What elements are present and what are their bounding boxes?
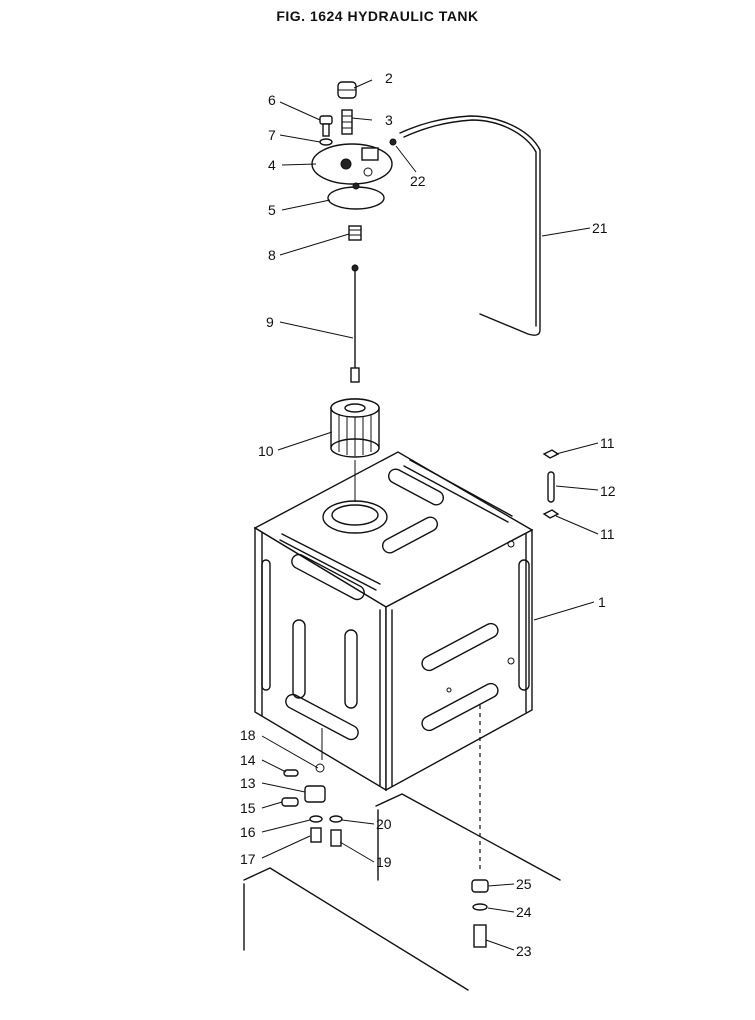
callout-3: 3 (385, 112, 393, 128)
base-frame (243, 793, 561, 991)
drain-valve (281, 728, 343, 847)
callout-14: 14 (240, 752, 256, 768)
mounting-bolt (471, 705, 489, 948)
callout-12: 12 (600, 483, 616, 499)
bolt-3 (341, 109, 353, 135)
callout-18: 18 (240, 727, 256, 743)
filter-element (330, 398, 380, 502)
fitting-22 (389, 138, 397, 146)
leader-lines (261, 79, 599, 951)
callout-5: 5 (268, 202, 276, 218)
cap-nut (337, 81, 357, 99)
level-gauge (542, 449, 560, 519)
callout-9: 9 (266, 314, 274, 330)
callout-13: 13 (240, 775, 256, 791)
callout-7: 7 (268, 127, 276, 143)
callout-labels: 1 2 3 4 5 6 7 8 9 10 11 11 12 13 14 15 1… (240, 70, 616, 959)
callout-4: 4 (268, 157, 276, 173)
washer-7 (319, 138, 333, 146)
bolt-6 (319, 115, 333, 137)
filter-rod (350, 264, 360, 383)
spring (348, 225, 362, 241)
callout-16: 16 (240, 824, 256, 840)
hydraulic-tank (253, 451, 534, 792)
callout-8: 8 (268, 247, 276, 263)
callout-23: 23 (516, 943, 532, 959)
callout-22: 22 (410, 173, 426, 189)
callout-20: 20 (376, 816, 392, 832)
figure-title: FIG. 1624 HYDRAULIC TANK (276, 8, 479, 24)
callout-17: 17 (240, 851, 256, 867)
callout-19: 19 (376, 854, 392, 870)
callout-1: 1 (598, 594, 606, 610)
filter-cover (311, 143, 393, 190)
callout-10: 10 (258, 443, 274, 459)
callout-24: 24 (516, 904, 532, 920)
callout-2: 2 (385, 70, 393, 86)
breather-tube (399, 115, 541, 336)
callout-11a: 11 (600, 435, 615, 451)
callout-25: 25 (516, 876, 532, 892)
callout-11b: 11 (600, 526, 615, 542)
callout-21: 21 (592, 220, 608, 236)
callout-6: 6 (268, 92, 276, 108)
callout-15: 15 (240, 800, 256, 816)
gasket (327, 186, 385, 210)
